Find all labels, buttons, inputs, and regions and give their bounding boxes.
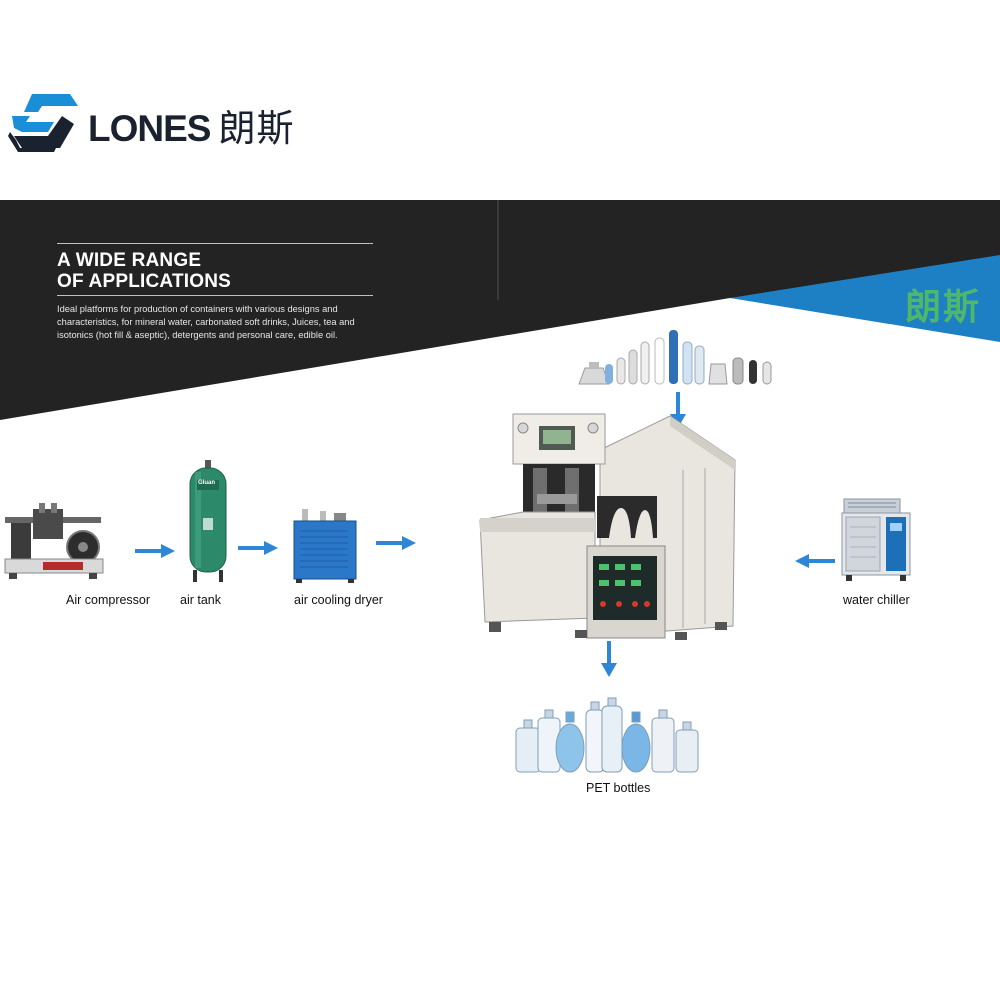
headline-line-2: OF APPLICATIONS <box>57 271 231 292</box>
brand-name-cn: 朗斯 <box>218 108 295 149</box>
arrow-left-icon <box>795 554 835 568</box>
arrow-right-icon <box>376 536 416 550</box>
air-tank: Gluan <box>187 460 229 584</box>
air-cooling-dryer-image <box>293 509 357 583</box>
air-tank-image <box>189 460 227 582</box>
label-pet-bottles: PET bottles <box>586 781 651 795</box>
water-chiller-image <box>841 498 911 581</box>
air-compressor-image <box>4 503 104 579</box>
arrow-right-icon <box>135 544 175 558</box>
arrow-right-icon <box>238 541 278 555</box>
label-air-cooling-dryer: air cooling dryer <box>294 593 383 607</box>
headline-line-1: A WIDE RANGE <box>57 250 202 271</box>
label-water-chiller: water chiller <box>843 593 910 607</box>
arrow-down-icon <box>601 641 617 677</box>
label-air-tank: air tank <box>180 593 221 607</box>
banner-description: Ideal platforms for production of contai… <box>57 304 355 340</box>
banner-background <box>0 200 1000 420</box>
tank-brand-text: Gluan <box>198 480 216 486</box>
preforms-image <box>578 330 772 385</box>
blow-molding-machine-image <box>479 413 736 640</box>
banner-corner-text: 朗斯 <box>905 286 982 327</box>
pet-bottles-image <box>515 697 699 773</box>
label-air-compressor: Air compressor <box>66 593 151 607</box>
headline-rule-top <box>57 243 373 244</box>
lones-logo-icon <box>8 94 78 152</box>
headline-rule-bottom <box>57 295 373 296</box>
banner-headline: A WIDE RANGE OF APPLICATIONS <box>57 250 377 292</box>
brand-name: LONES <box>88 108 211 149</box>
applications-banner: A WIDE RANGE OF APPLICATIONS Ideal platf… <box>0 200 1000 420</box>
